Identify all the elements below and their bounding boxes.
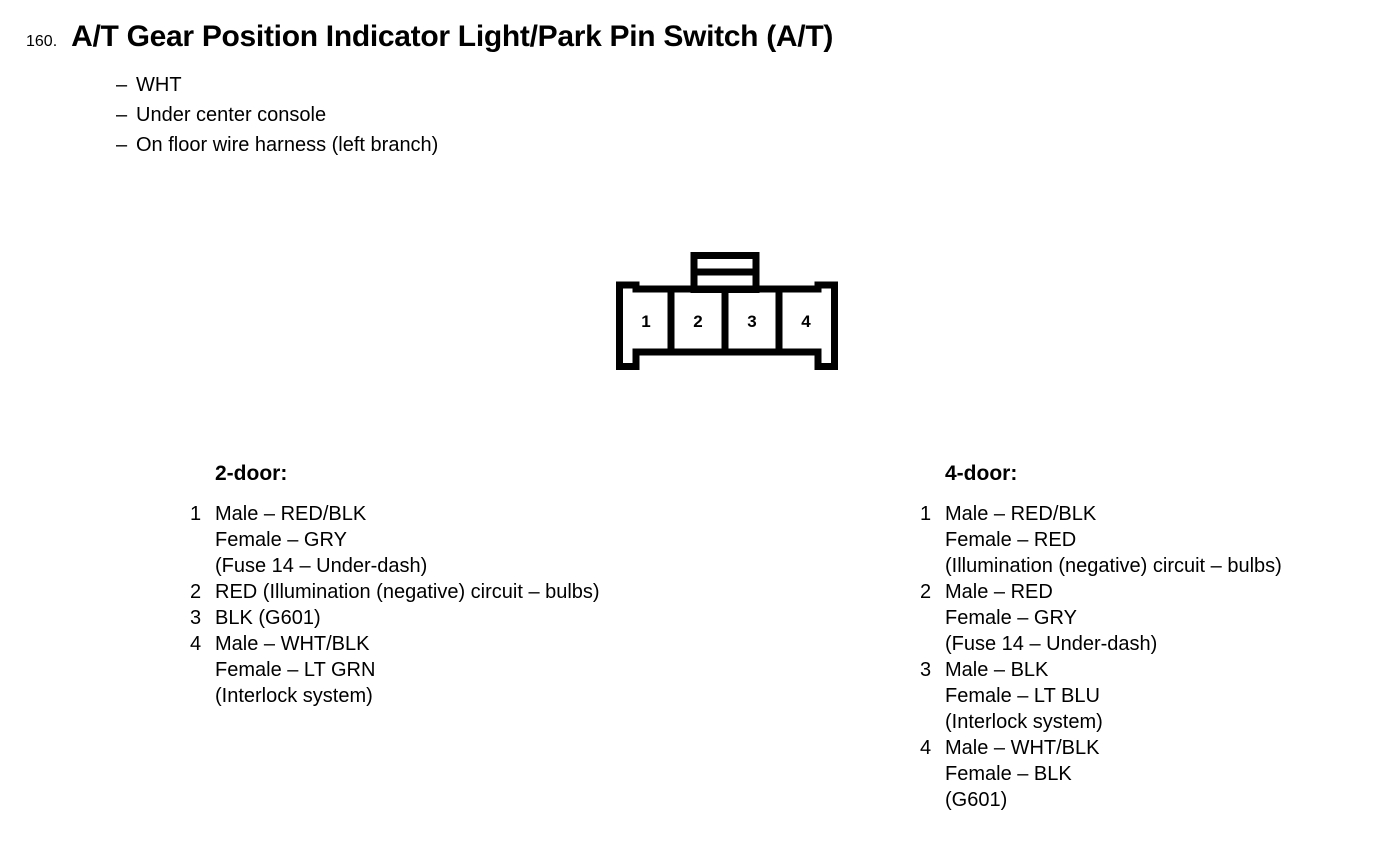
pin-index: 4 bbox=[190, 633, 202, 655]
dash-marker: – bbox=[116, 104, 128, 126]
pin-description: BLK (G601) bbox=[215, 605, 600, 631]
pin-index: 4 bbox=[920, 737, 932, 759]
pin-number-4: 4 bbox=[801, 312, 811, 331]
pin-list-4-door: 4-door: 1 Male – RED/BLK Female – RED (I… bbox=[920, 462, 1282, 813]
pin-line: BLK (G601) bbox=[215, 607, 321, 629]
subtitle-label: Under center console bbox=[136, 104, 327, 126]
pin-line: Female – LT GRN bbox=[215, 659, 376, 681]
column-heading: 2-door: bbox=[215, 462, 288, 485]
pin-line: Male – RED/BLK bbox=[945, 503, 1097, 525]
pin-entry: 2 Male – RED Female – GRY (Fuse 14 – Und… bbox=[920, 579, 1282, 657]
pin-index: 1 bbox=[190, 503, 202, 525]
pin-description: Male – RED/BLK Female – GRY (Fuse 14 – U… bbox=[215, 501, 600, 579]
subtitle-list: – WHT – Under center console – On floor … bbox=[116, 70, 438, 160]
pin-index: 2 bbox=[190, 581, 202, 603]
subtitle-item: – On floor wire harness (left branch) bbox=[116, 130, 438, 160]
pin-number-1: 1 bbox=[641, 312, 650, 331]
pin-description: Male – WHT/BLK Female – BLK (G601) bbox=[945, 735, 1282, 813]
subtitle-item: – Under center console bbox=[116, 100, 438, 130]
pin-line: Male – RED bbox=[945, 581, 1053, 603]
pin-entry: 3 BLK (G601) bbox=[190, 605, 600, 631]
pin-index: 2 bbox=[920, 581, 932, 603]
pin-cell-dividers bbox=[667, 289, 783, 352]
pin-description: Male – RED/BLK Female – RED (Illuminatio… bbox=[945, 501, 1282, 579]
pin-line: (Interlock system) bbox=[215, 685, 373, 707]
pin-line: RED (Illumination (negative) circuit – b… bbox=[215, 581, 600, 603]
subtitle-item: – WHT bbox=[116, 70, 438, 100]
pin-description: Male – BLK Female – LT BLU (Interlock sy… bbox=[945, 657, 1282, 735]
pin-entry: 3 Male – BLK Female – LT BLU (Interlock … bbox=[920, 657, 1282, 735]
subtitle-label: WHT bbox=[136, 74, 182, 96]
page-title: 160. A/T Gear Position Indicator Light/P… bbox=[26, 20, 833, 54]
pin-line: Male – WHT/BLK bbox=[945, 737, 1100, 759]
pin-line: Female – GRY bbox=[945, 607, 1077, 629]
pin-line: Male – RED/BLK bbox=[215, 503, 367, 525]
pin-line: Female – BLK bbox=[945, 763, 1072, 785]
connector-diagram: 1 2 3 4 bbox=[613, 252, 841, 370]
pin-index: 3 bbox=[920, 659, 932, 681]
column-heading: 4-door: bbox=[945, 462, 1018, 485]
pin-entry: 2 RED (Illumination (negative) circuit –… bbox=[190, 579, 600, 605]
title-number: 160. bbox=[26, 33, 58, 50]
pin-line: (Fuse 14 – Under-dash) bbox=[945, 633, 1158, 655]
pin-line: (G601) bbox=[945, 789, 1008, 811]
pin-description: Male – RED Female – GRY (Fuse 14 – Under… bbox=[945, 579, 1282, 657]
pin-line: (Fuse 14 – Under-dash) bbox=[215, 555, 428, 577]
pin-number-2: 2 bbox=[693, 312, 702, 331]
pin-line: Female – LT BLU bbox=[945, 685, 1100, 707]
pin-description: RED (Illumination (negative) circuit – b… bbox=[215, 579, 600, 605]
pin-line: Male – BLK bbox=[945, 659, 1049, 681]
dash-marker: – bbox=[116, 134, 128, 156]
pin-list-2-door: 2-door: 1 Male – RED/BLK Female – GRY (F… bbox=[190, 462, 600, 709]
pin-index: 3 bbox=[190, 607, 202, 629]
pin-line: Male – WHT/BLK bbox=[215, 633, 370, 655]
pin-line: (Illumination (negative) circuit – bulbs… bbox=[945, 555, 1282, 577]
pin-entry: 4 Male – WHT/BLK Female – LT GRN (Interl… bbox=[190, 631, 600, 709]
pin-line: Female – RED bbox=[945, 529, 1077, 551]
pin-line: Female – GRY bbox=[215, 529, 347, 551]
dash-marker: – bbox=[116, 74, 128, 96]
pin-index: 1 bbox=[920, 503, 932, 525]
pin-entry: 4 Male – WHT/BLK Female – BLK (G601) bbox=[920, 735, 1282, 813]
connector-body bbox=[616, 281, 838, 370]
pin-line: (Interlock system) bbox=[945, 711, 1103, 733]
pin-entry: 1 Male – RED/BLK Female – RED (Illuminat… bbox=[920, 501, 1282, 579]
title-text: A/T Gear Position Indicator Light/Park P… bbox=[71, 20, 834, 53]
pin-description: Male – WHT/BLK Female – LT GRN (Interloc… bbox=[215, 631, 600, 709]
pin-entry: 1 Male – RED/BLK Female – GRY (Fuse 14 –… bbox=[190, 501, 600, 579]
subtitle-label: On floor wire harness (left branch) bbox=[136, 134, 439, 156]
pin-number-3: 3 bbox=[747, 312, 756, 331]
